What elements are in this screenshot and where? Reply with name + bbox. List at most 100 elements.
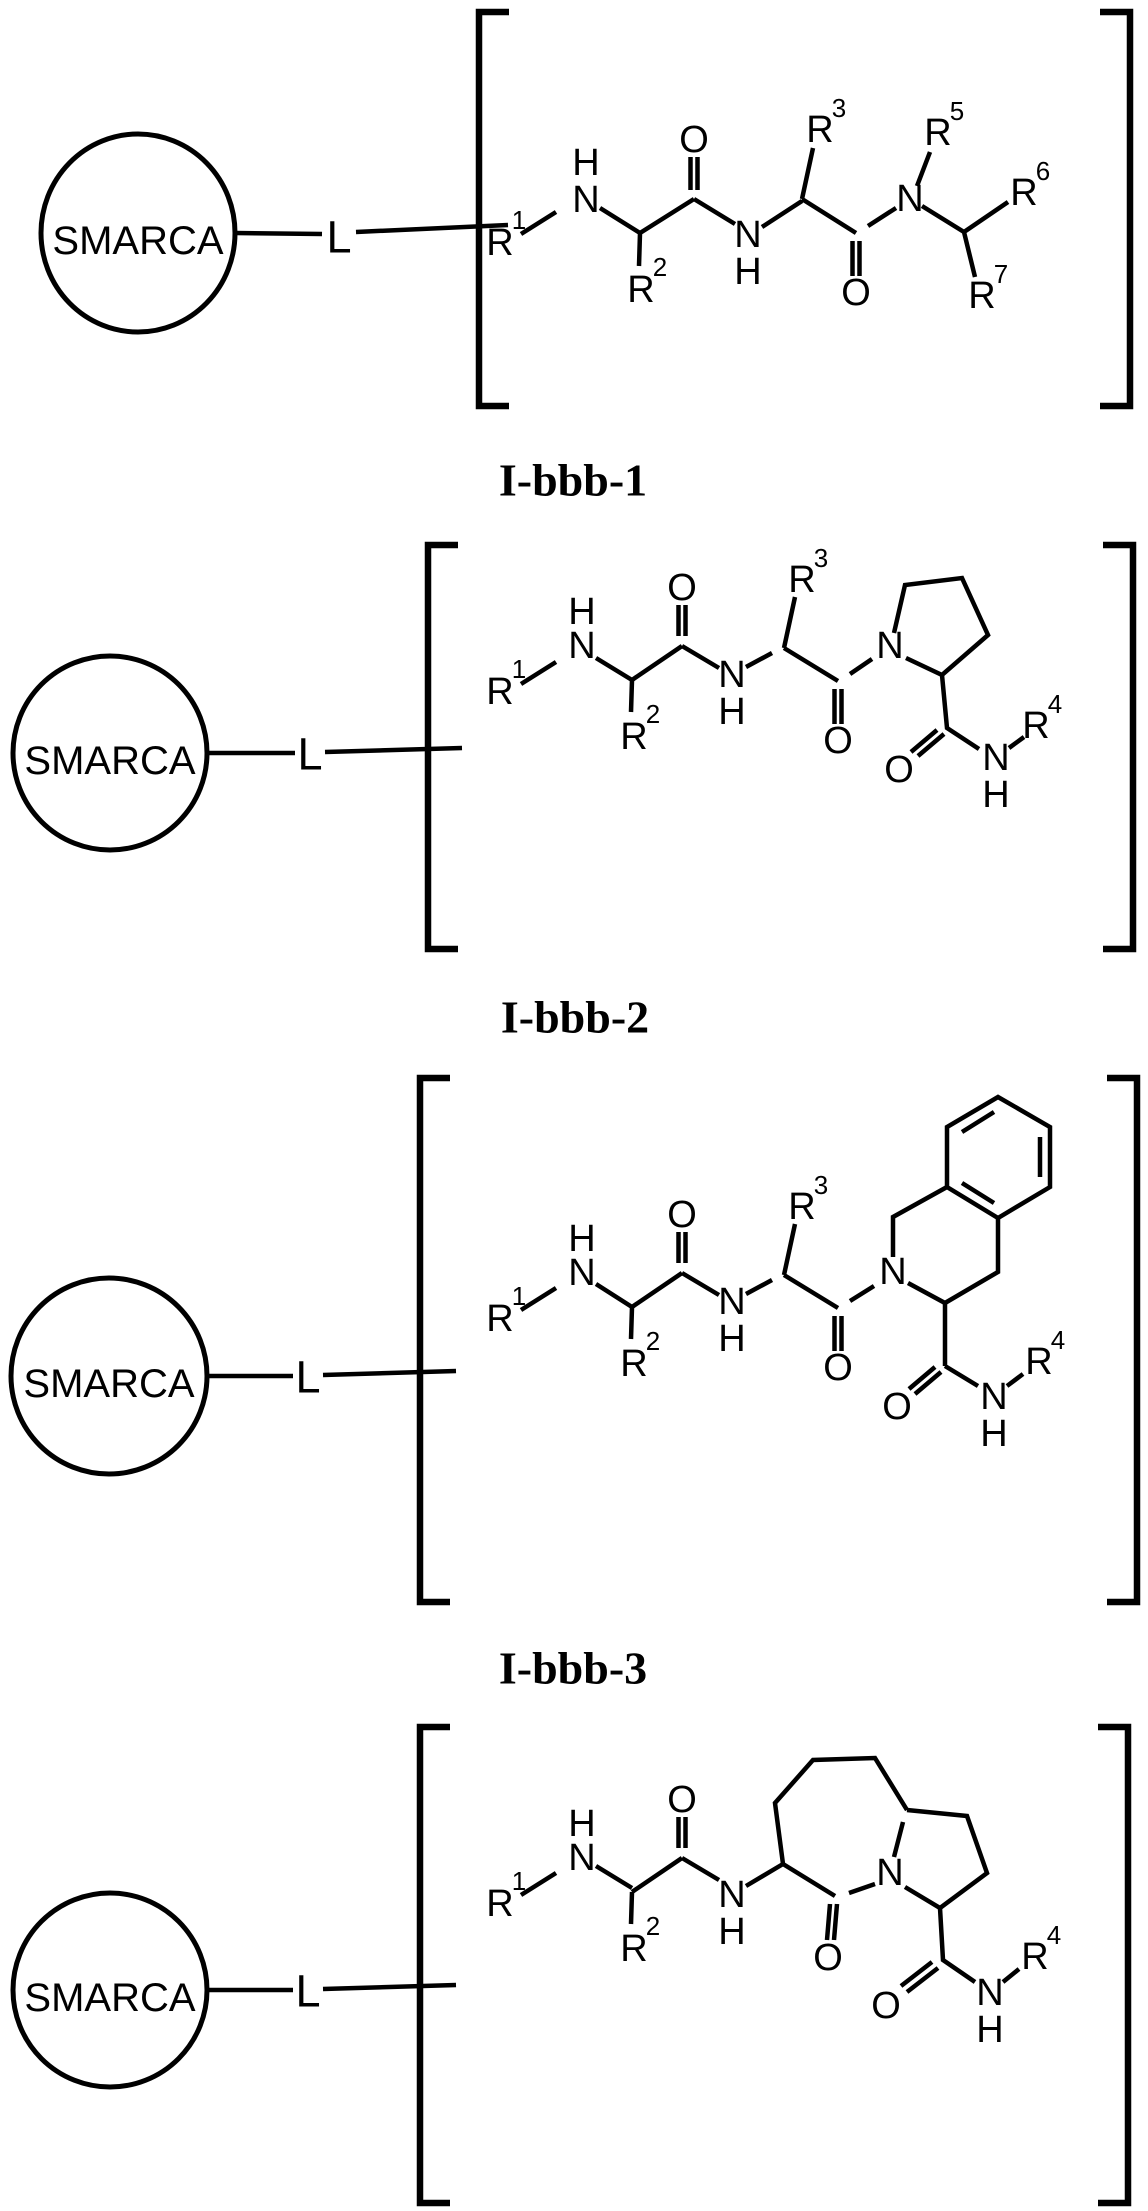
substituent-R1: R [486,222,513,264]
molecule-i-bbb-4: R 1 H N R 2 O N H N O O N H R 4 [486,1755,1061,2051]
substituent-R6-sup: 6 [1036,156,1050,186]
bond-linker-to-structure [322,1982,457,1992]
right-bracket [1098,1723,1132,2207]
substituent-R5-sup: 5 [950,96,964,126]
pyrrolidine-ring [903,1807,990,1911]
atom-N: N [976,1972,1003,2014]
substituent-R3: R [806,109,833,151]
substituent-R6: R [1010,172,1037,214]
substituent-R4-sup: 4 [1048,689,1062,719]
carbonyl-double-bonds [676,605,844,724]
atom-N: N [879,1251,906,1293]
structure-caption: I-bbb-2 [501,992,649,1043]
linker-label: L [295,1352,320,1403]
amide-bonds [939,674,1026,751]
substituent-R5: R [924,112,951,154]
tetrahydro-ring [890,1185,1001,1306]
bond-linker-to-structure [355,222,509,235]
substituent-R3-sup: 3 [814,1170,828,1200]
atom-N: N [572,179,599,221]
substituent-R2-sup: 2 [646,699,660,729]
atom-H: H [980,1413,1007,1455]
substituent-R4: R [1022,705,1049,747]
atom-O: O [667,1779,697,1821]
left-bracket [416,1723,450,2207]
substituent-R7-sup: 7 [994,259,1008,289]
substituent-R3: R [788,559,815,601]
substituent-R1-sup: 1 [512,205,526,235]
pyrrolidine-ring [891,575,991,678]
substituent-R2-sup: 2 [653,252,667,282]
linker-label: L [326,212,351,263]
atom-N: N [876,625,903,667]
atom-N: N [718,1281,745,1323]
linker-label: L [297,729,322,780]
substituent-R2: R [620,716,647,758]
substituent-R4-sup: 4 [1051,1325,1065,1355]
structure-caption: I-bbb-3 [499,1643,647,1694]
atom-H: H [976,2009,1003,2051]
molecule-i-bbb-2: R 1 H N R 2 O N H R 3 O N O N H R 4 [486,543,1062,816]
backbone-bonds [519,147,1010,278]
smarca-label: SMARCA [23,1362,194,1406]
right-bracket [1100,8,1134,410]
substituent-R3-sup: 3 [814,543,828,573]
substituent-R1: R [486,1298,513,1340]
substituent-R3: R [788,1186,815,1228]
substituent-R2-sup: 2 [646,1911,660,1941]
atom-O: O [841,272,871,314]
substituent-R3-sup: 3 [832,93,846,123]
left-bracket [424,541,458,953]
substituent-R4-sup: 4 [1047,1920,1061,1950]
smarca-label: SMARCA [52,219,223,263]
backbone-bonds [519,1223,876,1340]
substituent-R1: R [486,671,513,713]
atom-N: N [982,737,1009,779]
atom-N: N [568,1837,595,1879]
substituent-R1-sup: 1 [512,654,526,684]
amide-double-bond [899,1960,940,1994]
atom-O: O [882,1386,912,1428]
atom-O: O [679,119,709,161]
structure-caption: I-bbb-1 [499,455,647,506]
atom-O: O [667,1194,697,1236]
substituent-R1-sup: 1 [512,1866,526,1896]
atom-N: N [896,178,923,220]
atom-O: O [813,1937,843,1979]
atom-O: O [884,749,914,791]
atom-H: H [572,142,599,184]
benzene-ring [944,1094,1053,1221]
substituent-R4: R [1025,1341,1052,1383]
substituent-R4: R [1021,1936,1048,1978]
atom-O: O [823,1347,853,1389]
atom-H: H [568,1218,595,1260]
azepanone-ring [772,1755,909,1898]
bond-linker-to-structure [324,745,463,755]
atom-N: N [568,625,595,667]
atom-O: O [823,720,853,762]
atom-N: N [876,1852,903,1894]
left-bracket [475,8,509,410]
left-bracket [416,1074,450,1606]
substituent-R1: R [486,1883,513,1925]
carbonyl-double-bonds [676,1232,844,1351]
atom-H: H [982,774,1009,816]
benzene-inner-double-bonds [960,1110,1043,1205]
atom-N: N [718,654,745,696]
atom-H: H [718,691,745,733]
amide-double-bond [907,1365,943,1396]
atom-N: N [734,214,761,256]
bond-linker-to-structure [322,1368,457,1378]
carbonyl-double-bonds [676,1817,688,1848]
molecule-i-bbb-1: R 1 H N R 2 O N H R 3 O N R 5 R 6 R 7 [486,93,1050,317]
amide-bonds [942,1303,1025,1388]
atom-H: H [568,1803,595,1845]
amide-double-bond [909,728,946,758]
smarca-label: SMARCA [24,1976,195,2020]
backbone-bonds [519,596,874,713]
atom-H: H [718,1911,745,1953]
atom-O: O [871,1985,901,2027]
right-bracket [1107,1074,1141,1606]
